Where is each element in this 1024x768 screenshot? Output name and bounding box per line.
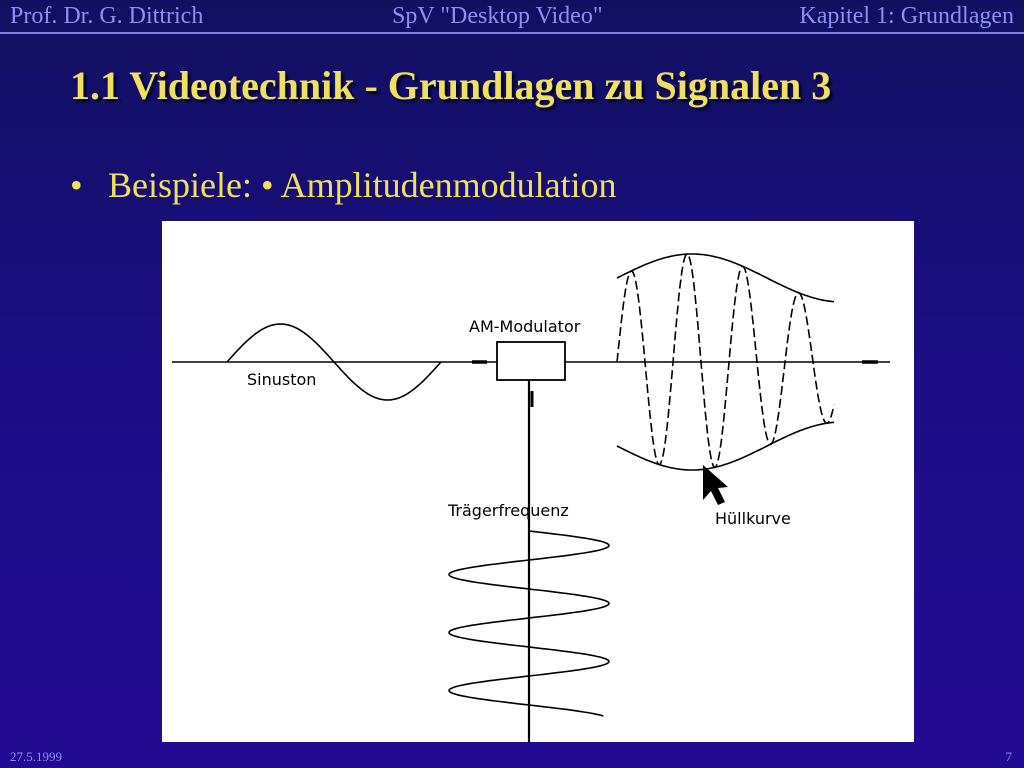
header-course: SpV "Desktop Video" <box>392 3 603 29</box>
bullet-text: Beispiele: • Amplitudenmodulation <box>108 165 617 205</box>
header-divider <box>0 32 1024 34</box>
diagram-drawing <box>172 253 890 742</box>
modulator-box <box>496 341 566 381</box>
label-modulator: AM-Modulator <box>469 317 581 336</box>
envelope-upper <box>616 253 835 303</box>
bullet-item: • Beispiele: • Amplitudenmodulation <box>70 162 617 208</box>
am-modulation-figure: Sinuston AM-Modulator Trägerfrequenz Hül… <box>162 221 914 742</box>
sine-wave <box>226 323 442 401</box>
bullet-symbol: • <box>70 165 83 205</box>
footer-page-number: 7 <box>1005 749 1013 764</box>
label-sine: Sinuston <box>247 370 316 389</box>
am-modulation-diagram: Sinuston AM-Modulator Trägerfrequenz Hül… <box>172 253 890 742</box>
envelope-lower <box>616 421 835 471</box>
header-chapter: Kapitel 1: Grundlagen <box>799 3 1014 29</box>
footer-date: 27.5.1999 <box>10 749 62 764</box>
slide-header: Prof. Dr. G. Dittrich SpV "Desktop Video… <box>0 0 1024 34</box>
slide-title: 1.1 Videotechnik - Grundlagen zu Signale… <box>70 63 832 108</box>
header-author: Prof. Dr. G. Dittrich <box>10 3 204 29</box>
label-carrier: Trägerfrequenz <box>447 501 569 520</box>
label-envelope: Hüllkurve <box>715 509 791 528</box>
am-signal <box>616 253 835 469</box>
pointer-arrow-icon <box>703 465 728 505</box>
carrier-wave <box>448 530 610 717</box>
